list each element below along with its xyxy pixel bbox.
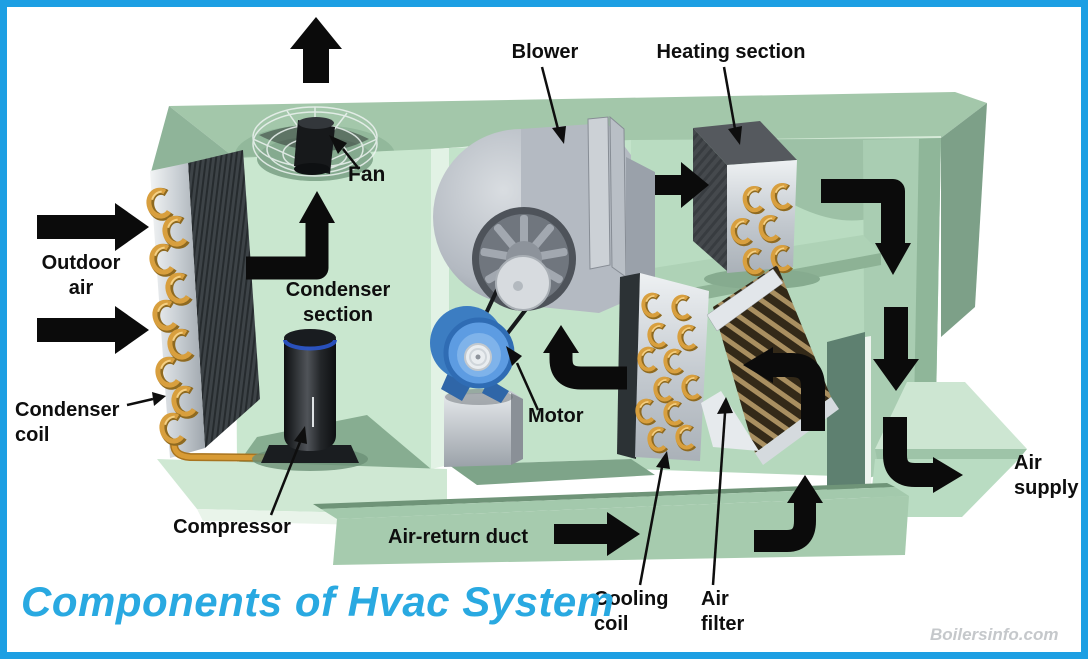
housing-left-edge	[151, 106, 235, 172]
label-pointers	[126, 66, 742, 586]
condenser-coil-unit	[147, 150, 304, 463]
arrow-right-down	[873, 307, 919, 391]
arrow-air-return-duct	[554, 512, 640, 556]
arrow-heating-bend-down-head	[875, 243, 911, 275]
arrow-heating-bend-down	[821, 179, 905, 245]
cooling-coil-unit	[617, 273, 709, 461]
motor	[430, 306, 523, 467]
arrow-fan-exhaust-up	[290, 17, 342, 83]
arrow-into-filter-head	[743, 347, 773, 383]
hvac-illustration	[37, 17, 1027, 586]
arrow-into-filter	[773, 353, 825, 431]
arrow-to-blower-head	[543, 325, 579, 353]
arrow-return-up	[754, 501, 816, 552]
arrow-to-air-supply-head	[933, 457, 963, 493]
arrow-outdoor-air-2	[37, 306, 149, 354]
arrow-outdoor-air-1	[37, 203, 149, 251]
arrow-return-up-head	[787, 475, 823, 503]
arrow-condenser-up-head	[299, 191, 335, 223]
blower	[433, 115, 655, 366]
arrow-condenser-up	[246, 221, 329, 280]
arrow-blower-to-heating	[655, 162, 709, 208]
airflow-arrows	[37, 17, 963, 556]
heating-section-box	[693, 121, 820, 289]
compressor-unit	[252, 329, 368, 471]
arrow-to-blower	[549, 347, 627, 390]
arrow-to-air-supply	[883, 417, 933, 487]
